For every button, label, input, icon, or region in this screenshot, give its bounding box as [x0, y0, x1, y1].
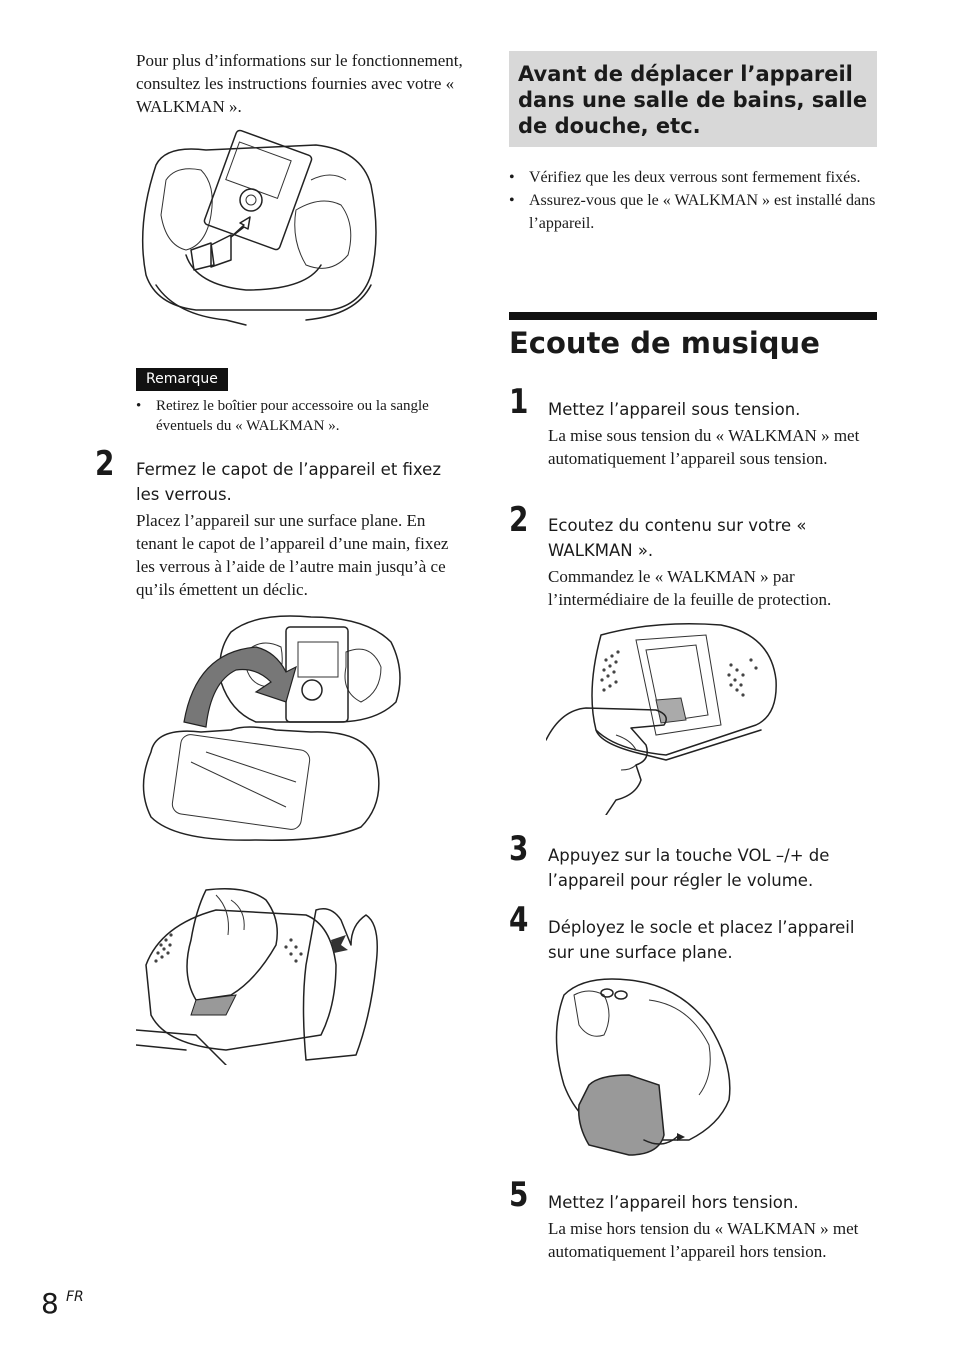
warning-box: Avant de déplacer l’appareil dans une sa… [509, 51, 877, 147]
intro-paragraph: Pour plus d’informations sur le fonction… [136, 51, 463, 116]
step-body: Commandez le « WALKMAN » par l’intermédi… [548, 567, 832, 609]
walkman-insertion-illustration [141, 129, 377, 326]
touch-sheet-illustration [546, 623, 777, 815]
stand-deployed-illustration [555, 978, 731, 1156]
remark-item: Retirez le boîtier pour accessoire ou la… [136, 396, 466, 436]
lid-closing-illustration [142, 615, 401, 841]
step-body: La mise sous tension du « WALKMAN » met … [548, 426, 860, 468]
warning-list: Vérifiez que les deux verrous sont ferme… [509, 166, 879, 235]
step-number: 3 [509, 829, 529, 869]
step-number: 5 [509, 1175, 529, 1215]
step-title: Mettez l’appareil hors tension. [548, 1193, 799, 1212]
step-number: 2 [509, 500, 529, 540]
remark-list: Retirez le boîtier pour accessoire ou la… [136, 396, 466, 436]
step-body: Placez l’appareil sur une surface plane.… [136, 511, 449, 599]
step-number: 1 [509, 382, 529, 422]
warning-item: Assurez-vous que le « WALKMAN » est inst… [509, 189, 879, 235]
step-number: 4 [509, 900, 529, 940]
step-title: Appuyez sur la touche VOL –/+ de l’appar… [548, 846, 830, 890]
language-code: FR [66, 1289, 84, 1305]
locking-hands-illustration [136, 888, 378, 1065]
page-number: 8 [41, 1287, 59, 1320]
step-number: 2 [95, 444, 115, 484]
warning-item: Vérifiez que les deux verrous sont ferme… [509, 166, 879, 189]
warning-box-title: Avant de déplacer l’appareil dans une sa… [518, 62, 868, 138]
step-body: La mise hors tension du « WALKMAN » met … [548, 1219, 859, 1261]
remark-badge: Remarque [136, 368, 228, 391]
section-title: Ecoute de musique [509, 326, 820, 360]
section-rule [509, 312, 877, 320]
step-title: Fermez le capot de l’appareil et fixez l… [136, 460, 441, 504]
step-title: Déployez le socle et placez l’appareil s… [548, 918, 855, 962]
step-title: Ecoutez du contenu sur votre « WALKMAN »… [548, 516, 807, 560]
step-title: Mettez l’appareil sous tension. [548, 400, 801, 419]
